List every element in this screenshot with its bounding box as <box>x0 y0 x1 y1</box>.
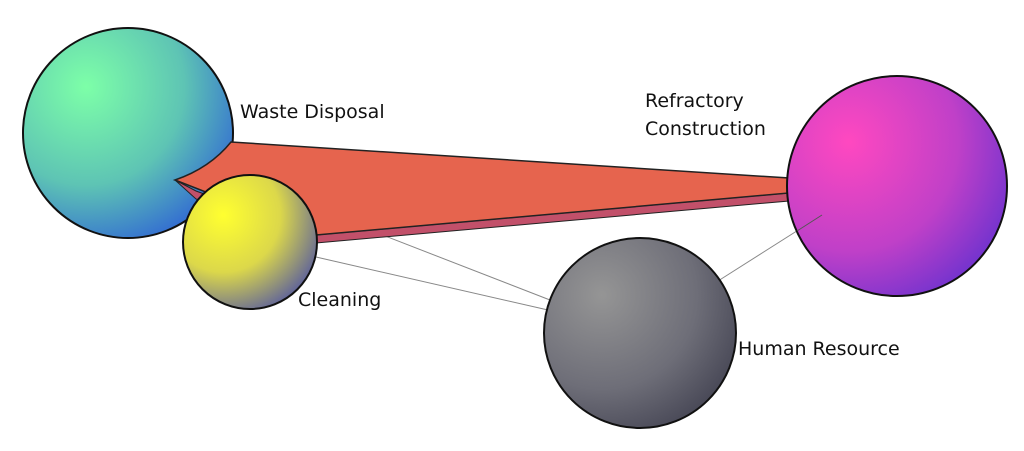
edge-waste-hr[interactable] <box>379 233 551 301</box>
node-cleaning[interactable] <box>182 174 318 310</box>
edge-cleaning-hr[interactable] <box>315 256 549 311</box>
edge-hr-refractory-inner <box>796 214 823 232</box>
node-refractory-construction[interactable] <box>786 75 1008 297</box>
node-human-resource[interactable] <box>543 237 737 429</box>
label-waste-disposal: Waste Disposal <box>240 101 385 123</box>
label-human-resource: Human Resource <box>738 338 900 360</box>
label-cleaning: Cleaning <box>298 289 381 311</box>
label-refractory-line2: Construction <box>645 118 766 140</box>
label-refractory-line1: Refractory <box>645 90 744 112</box>
